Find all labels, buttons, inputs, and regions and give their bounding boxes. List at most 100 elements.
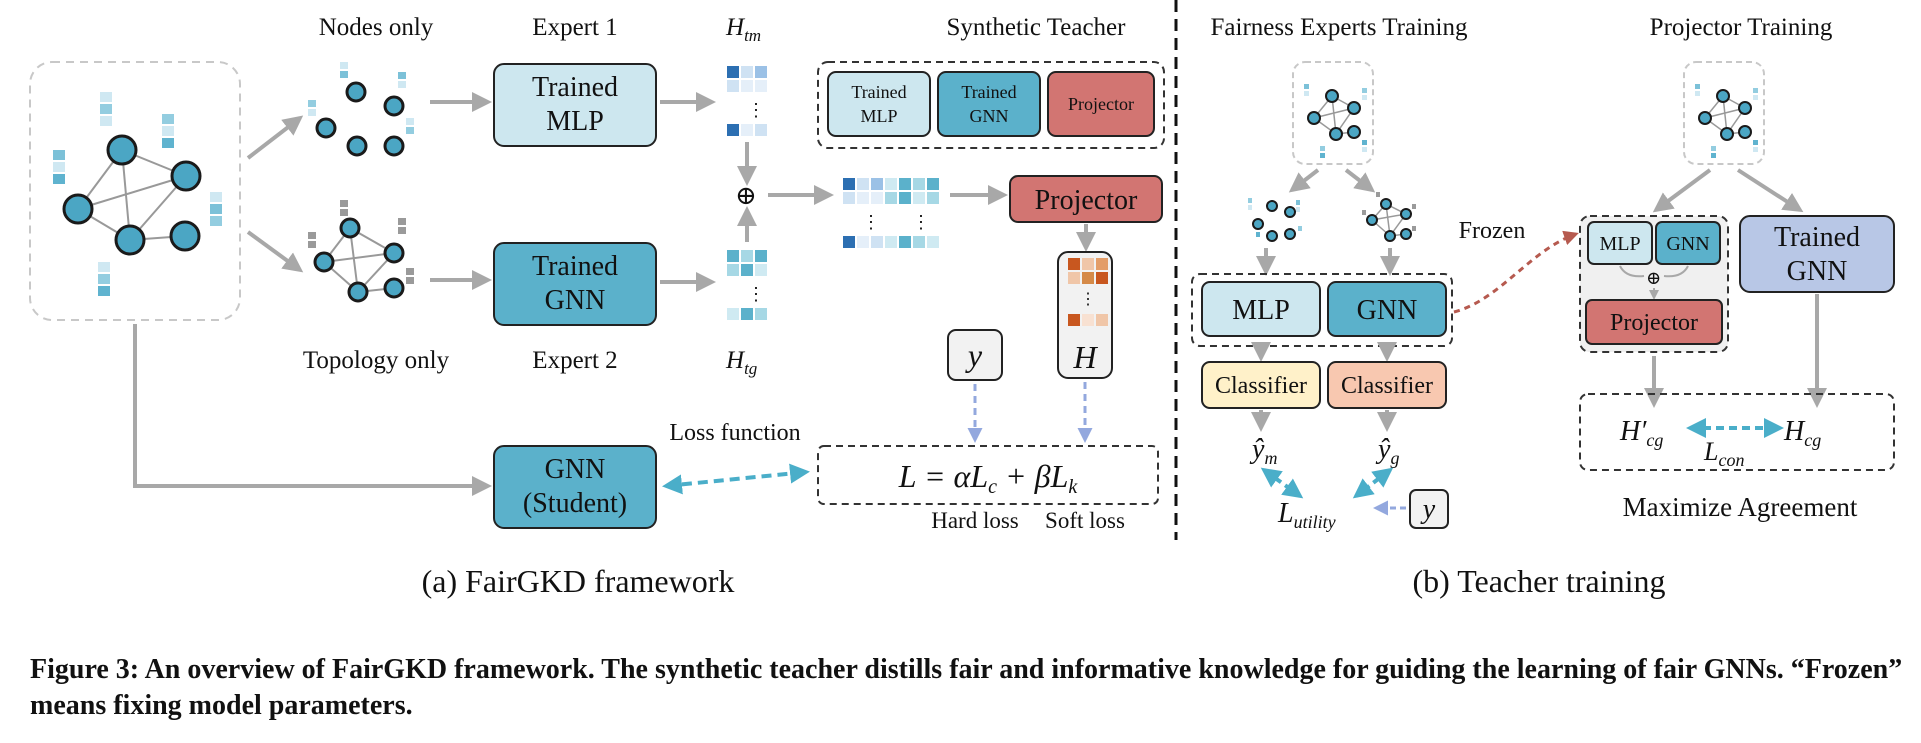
ym-utility-link <box>1260 467 1304 499</box>
trained-mlp-box <box>493 63 657 147</box>
teacher-mlp-box <box>827 71 931 137</box>
classifier-gnn-label: Classifier <box>1341 373 1433 399</box>
y-hat-g: ŷg <box>1375 434 1399 468</box>
student-line2: (Student) <box>523 488 627 519</box>
inner-gnn-label: GNN <box>1666 233 1709 255</box>
l-utility: Lutility <box>1277 498 1336 532</box>
h-tg-label: Htg <box>725 347 757 378</box>
h-tm-matrix: ⋮ <box>727 66 767 136</box>
h-tm-label: Htm <box>725 14 761 45</box>
svg-text:⋮: ⋮ <box>747 284 765 304</box>
inner-projector-label: Projector <box>1610 310 1698 336</box>
topology-only-graph <box>308 200 414 303</box>
arrow-to-synthetic-branch <box>1652 168 1712 213</box>
projector-label: Projector <box>1035 185 1138 216</box>
concat-matrix: ⋮⋮ <box>843 178 939 248</box>
panel-b-caption: (b) Teacher training <box>1412 563 1665 599</box>
inner-mlp-box <box>1587 221 1653 265</box>
nodes-only-bars <box>308 62 414 134</box>
nodes-only-graph <box>315 81 405 157</box>
trained-mlp-line1: Trained <box>532 72 618 103</box>
trained-gnn-box <box>493 242 657 326</box>
panel-a-caption: (a) FairGKD framework <box>422 563 735 599</box>
svg-text:⋮: ⋮ <box>912 212 930 232</box>
inner-gnn-box <box>1655 221 1721 265</box>
y-hat-m: ŷm <box>1249 434 1277 468</box>
trained-gnn-line2: GNN <box>545 285 606 316</box>
gnn-expert-box <box>1327 281 1447 337</box>
h-tg-matrix: ⋮ <box>727 250 767 320</box>
classifier-mlp-box <box>1201 361 1321 409</box>
h-matrix: ⋮ <box>1068 258 1108 326</box>
arrow-experts-split-right <box>1344 168 1376 193</box>
teacher-gnn-line1: Trained <box>961 82 1016 102</box>
loss-function-label: Loss function <box>669 420 800 446</box>
svg-text:⋮: ⋮ <box>1080 291 1096 308</box>
hard-loss-label: Hard loss <box>931 508 1019 533</box>
agreement-frame <box>1579 393 1895 471</box>
pt-trained-gnn-box <box>1739 215 1895 293</box>
loss-formula: L = αLc + βLk <box>898 458 1079 498</box>
teacher-mlp-line2: MLP <box>860 106 897 126</box>
experts-input-graph-frame <box>1292 61 1374 165</box>
gnn-expert-label: GNN <box>1357 295 1418 326</box>
arrow-experts-split-left <box>1288 168 1320 193</box>
teacher-mlp-line1: Trained <box>851 82 906 102</box>
mlp-expert-box <box>1201 281 1321 337</box>
synthetic-teacher-label: Synthetic Teacher <box>947 14 1127 41</box>
experts-input-graph <box>1304 84 1367 158</box>
inner-mlp-label: MLP <box>1599 233 1640 255</box>
loss-box <box>817 445 1159 505</box>
nodes-only-label: Nodes only <box>319 14 434 41</box>
expert1-label: Expert 1 <box>532 14 617 41</box>
classifier-gnn-box <box>1327 361 1447 409</box>
pt-trained-gnn-line2: GNN <box>1787 256 1848 287</box>
svg-text:⋮: ⋮ <box>747 100 765 120</box>
inner-concat: ⊕ <box>1646 268 1661 288</box>
panel-b-y-box <box>1409 489 1449 529</box>
svg-text:⋮: ⋮ <box>862 212 880 232</box>
soft-loss-label: Soft loss <box>1045 508 1125 533</box>
classifier-mlp-label: Classifier <box>1215 373 1307 399</box>
h-cg: Hcg <box>1783 416 1821 450</box>
projector-box <box>1009 175 1163 223</box>
experts-nodes-only-graph <box>1248 198 1302 242</box>
teacher-projector-label: Projector <box>1068 94 1134 114</box>
projector-training-input-graph <box>1683 61 1765 165</box>
maximize-agreement-label: Maximize Agreement <box>1623 492 1858 522</box>
experts-topology-graph <box>1362 192 1416 242</box>
y-box <box>947 329 1003 381</box>
y-label: y <box>965 337 983 373</box>
inner-projector-box <box>1585 299 1723 345</box>
fairgkd-diagram: Nodes only Topology only Exper <box>29 0 1895 599</box>
figure-caption: Figure 3: An overview of FairGKD framewo… <box>30 654 1903 721</box>
h-cg-prime: H′cg <box>1619 416 1663 450</box>
teacher-gnn-line2: GNN <box>970 106 1009 126</box>
mlp-expert-label: MLP <box>1232 295 1290 326</box>
panel-b-y-label: y <box>1420 494 1436 525</box>
frozen-label: Frozen <box>1459 218 1526 244</box>
feature-bars <box>53 92 222 296</box>
projector-training-label: Projector Training <box>1650 14 1833 41</box>
teacher-gnn-box <box>937 71 1041 137</box>
input-graph-nodes <box>62 134 202 256</box>
expert2-label: Expert 2 <box>532 347 617 374</box>
l-con: Lcon <box>1703 437 1744 470</box>
student-gnn-box <box>493 445 657 529</box>
pt-trained-gnn-line1: Trained <box>1774 222 1860 253</box>
teacher-projector-box <box>1047 71 1155 137</box>
trained-gnn-line1: Trained <box>532 251 618 282</box>
student-loss-link <box>662 463 810 495</box>
arrow-to-trained-gnn-branch <box>1736 168 1804 213</box>
student-line1: GNN <box>545 454 606 485</box>
input-graph-frame <box>29 61 241 321</box>
inner-mlp-merge <box>1619 265 1645 278</box>
arrow-to-nodes-only <box>246 115 304 160</box>
topology-only-label: Topology only <box>303 347 450 374</box>
h-label: H <box>1072 339 1098 375</box>
inner-gnn-merge <box>1663 265 1689 278</box>
synthetic-teacher-frame <box>817 61 1165 149</box>
experts-frame <box>1191 273 1453 347</box>
frozen-arrow <box>1453 230 1579 314</box>
trained-mlp-line2: MLP <box>546 106 604 137</box>
